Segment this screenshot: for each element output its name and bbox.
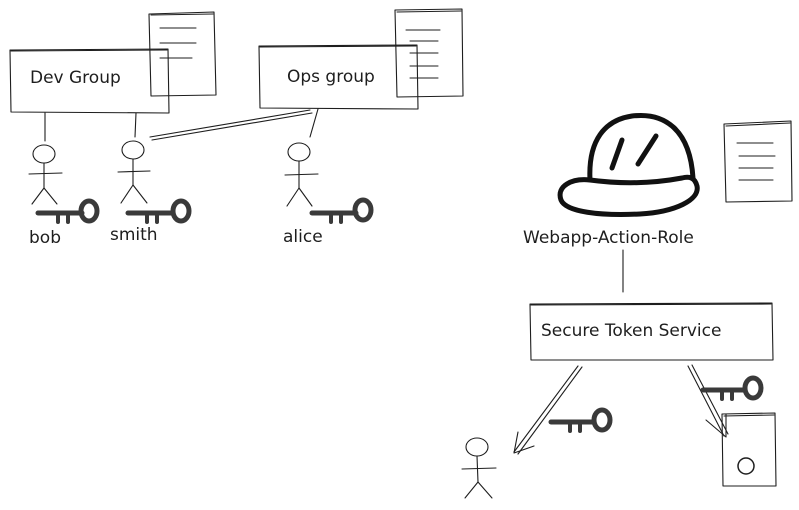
smith-key-icon <box>125 198 192 224</box>
dev-group-box <box>9 48 170 114</box>
bob-key-icon <box>35 198 100 224</box>
ops-policy-document-icon <box>394 8 464 98</box>
dev-group-label: Dev Group <box>30 68 121 88</box>
smith-label: smith <box>110 225 158 245</box>
server-icon <box>721 412 777 487</box>
ops-group-box <box>258 44 419 110</box>
sts-box <box>529 302 774 361</box>
sts-to-user-arrow <box>513 365 583 455</box>
issued-user-key-icon <box>548 407 613 433</box>
bob-user-icon <box>28 144 63 205</box>
role-hard-hat-icon <box>557 112 700 217</box>
role-policy-document-icon <box>723 120 793 203</box>
ops-to-smith-line <box>149 109 313 141</box>
smith-user-icon <box>117 140 151 204</box>
sts-label: Secure Token Service <box>541 321 722 341</box>
alice-key-icon <box>309 197 374 224</box>
session-user-icon <box>461 437 497 499</box>
role-label: Webapp-Action-Role <box>523 228 694 248</box>
issued-server-key-icon <box>700 375 764 401</box>
dev-policy-document-icon <box>148 11 217 97</box>
ops-group-label: Ops group <box>287 67 375 87</box>
bob-label: bob <box>29 228 61 248</box>
alice-label: alice <box>283 227 323 247</box>
dev-to-smith-line <box>134 112 137 138</box>
alice-user-icon <box>284 142 319 207</box>
ops-to-alice-line <box>309 108 319 138</box>
